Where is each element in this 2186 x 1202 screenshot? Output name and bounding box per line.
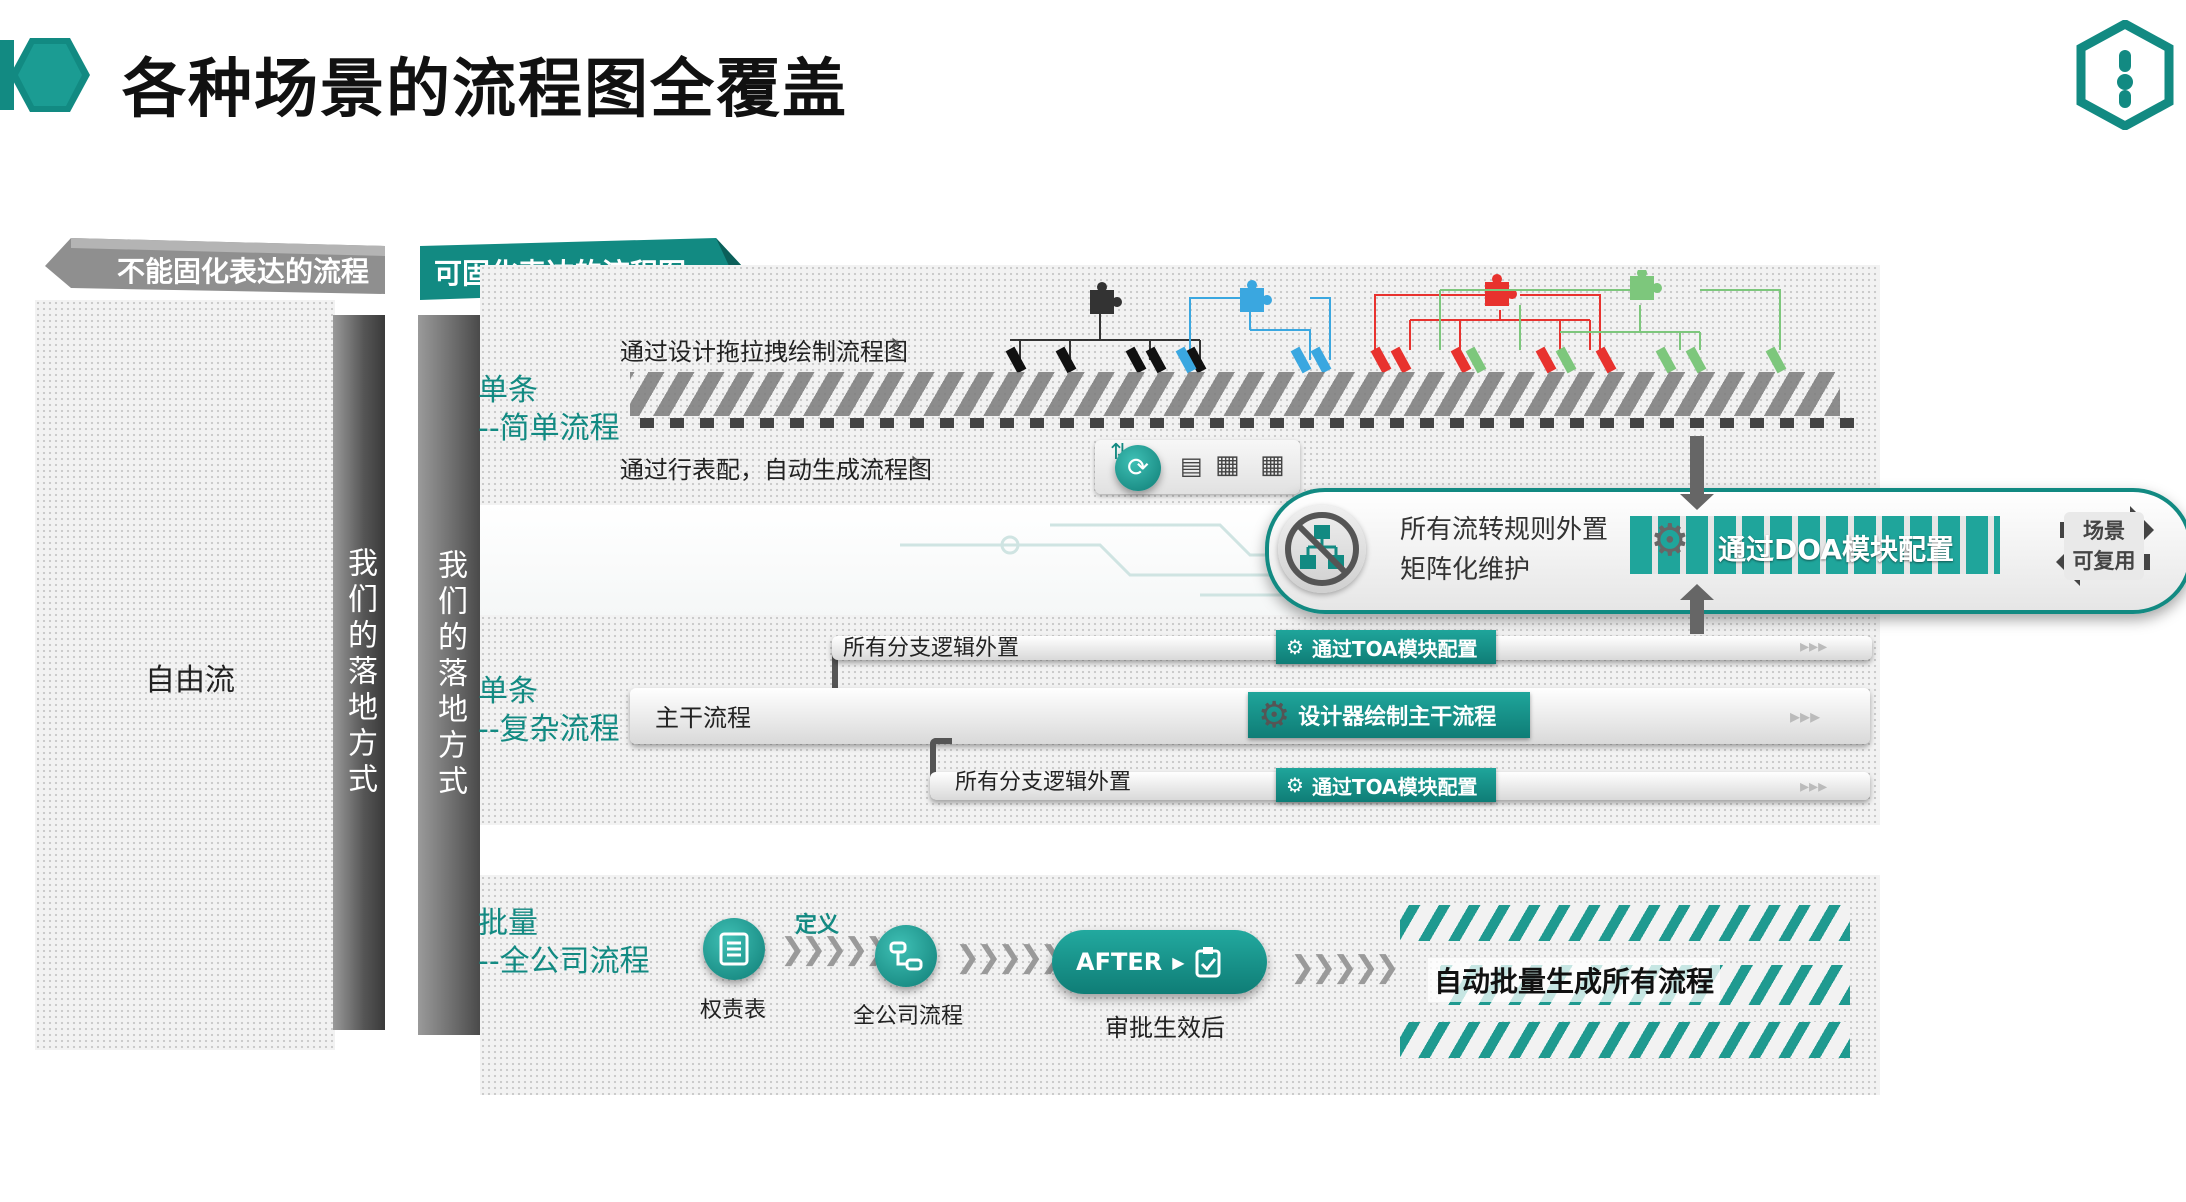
company-flow-icon <box>875 925 937 987</box>
refresh-icon: ⟳ <box>1115 445 1161 491</box>
document-icon: ▤ <box>1180 452 1203 480</box>
designer-arrow-icon: › <box>890 328 901 358</box>
clipboard-check-icon <box>1195 946 1221 978</box>
branch-bottom-arrows: ▸▸▸ <box>1800 776 1827 797</box>
play-icon: ▶ <box>1172 953 1184 972</box>
free-flow-label: 自由流 <box>145 655 235 699</box>
row1-label: 单条 --简单流程 <box>478 372 620 448</box>
flow-band-dashes <box>640 418 1870 428</box>
table-icon: ▦ <box>1215 450 1240 480</box>
chevrons-1: ❯❯❯❯❯ <box>780 932 886 967</box>
table-config-text: 通过行表配，自动生成流程图 <box>620 450 932 485</box>
right-impl-column: 我们的落地方式 <box>418 315 480 1035</box>
gears-icon: ⚙ <box>1258 695 1290 736</box>
table-arrow-icon: › <box>910 446 921 476</box>
up-arrow-head <box>1680 584 1714 600</box>
responsibility-table-icon <box>703 918 765 980</box>
row3-label: 批量 --全公司流程 <box>478 905 650 981</box>
main-flow-text: 主干流程 <box>655 698 751 733</box>
chevrons-2: ❯❯❯❯❯ <box>955 940 1061 975</box>
branch-top-text: 所有分支逻辑外置 <box>843 630 1019 662</box>
page-title: 各种场景的流程图全覆盖 <box>122 38 848 130</box>
step1-label: 权责表 <box>700 992 766 1024</box>
down-arrow-icon <box>1690 436 1704 498</box>
gear-icon: ⚙ <box>1286 773 1304 797</box>
flow-band-grey <box>630 372 1840 416</box>
doa-text: 通过DOA模块配置 <box>1718 528 1954 568</box>
after-pill: AFTER ▶ <box>1052 930 1267 994</box>
reuse-text: 场景 可复用 <box>2064 516 2144 576</box>
designer-text: 通过设计拖拉拽绘制流程图 <box>620 332 908 367</box>
brand-logo-icon <box>2075 20 2175 130</box>
after-label: AFTER <box>1076 948 1162 976</box>
step2-label: 全公司流程 <box>853 998 963 1030</box>
doa-gear-icon: ⚙ <box>1650 515 1689 566</box>
toa-top-badge: ⚙通过TOA模块配置 <box>1276 630 1496 664</box>
row2-label: 单条 --复杂流程 <box>478 673 620 749</box>
down-arrow-head <box>1680 494 1714 510</box>
header-hexagon-icon <box>0 30 100 120</box>
reuse-badge: 场景 可复用 <box>2050 492 2160 600</box>
designer-main-badge: ⚙设计器绘制主干流程 <box>1248 692 1530 738</box>
grid-icon: ▦ <box>1260 450 1285 480</box>
left-section-header: 不能固化表达的流程图 <box>45 238 385 294</box>
branch-bottom-text: 所有分支逻辑外置 <box>955 764 1131 796</box>
step3-label: 审批生效后 <box>1105 1008 1225 1043</box>
chevrons-3: ❯❯❯❯❯ <box>1290 950 1396 985</box>
gear-icon: ⚙ <box>1286 635 1304 659</box>
batch-result-text: 自动批量生成所有流程 <box>1428 958 1720 1002</box>
flow-marks-row-top <box>1000 345 1820 375</box>
rule-text: 所有流转规则外置 矩阵化维护 <box>1400 510 1608 590</box>
main-flow-arrows: ▸▸▸ <box>1790 704 1820 728</box>
left-impl-column: 我们的落地方式 <box>333 315 385 1030</box>
batch-band-top <box>1400 905 1850 941</box>
toa-bottom-badge: ⚙通过TOA模块配置 <box>1276 768 1496 802</box>
no-hierarchy-icon <box>1278 505 1366 593</box>
batch-band-bottom <box>1400 1022 1850 1058</box>
branch-top-arrows: ▸▸▸ <box>1800 636 1827 657</box>
up-arrow-icon <box>1690 600 1704 634</box>
